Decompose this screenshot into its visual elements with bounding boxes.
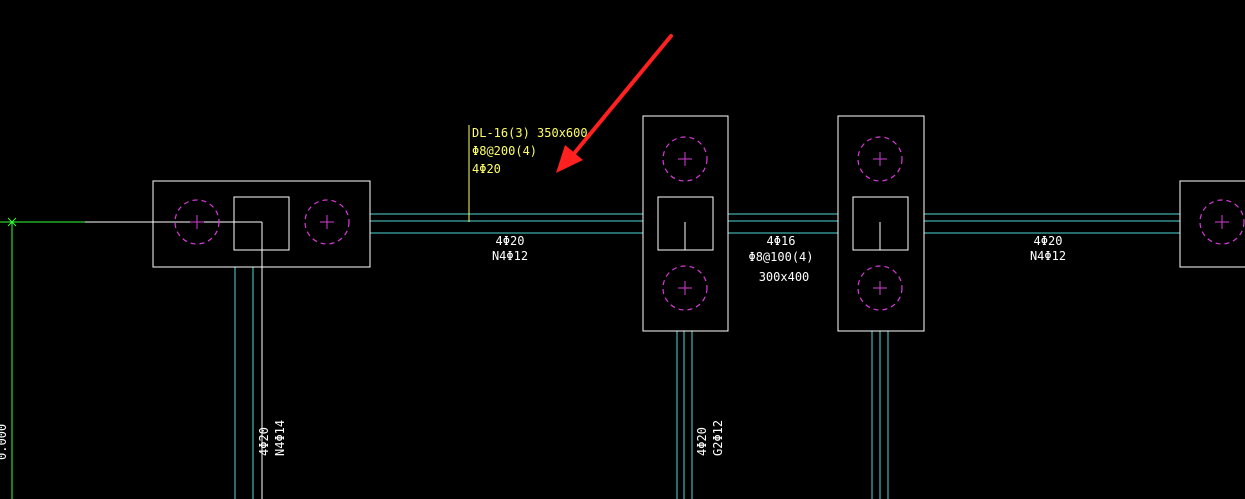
- vertical-beam-3: [871, 331, 889, 499]
- vbeam2-side-rebar: G2Φ12: [711, 420, 725, 456]
- beam-label-line2: Φ8@200(4): [472, 144, 537, 158]
- span1-top-rebar: 4Φ20: [496, 234, 525, 248]
- pile-circle: [857, 265, 903, 311]
- pile-circle: [1199, 199, 1245, 245]
- span2-rebar: 4Φ16: [767, 234, 796, 248]
- beam-label-line3: 4Φ20: [472, 162, 501, 176]
- pile-circle: [174, 199, 220, 245]
- red-arrow-icon: [556, 34, 673, 173]
- beam-label-line1: DL-16(3) 350x600: [472, 126, 588, 140]
- span2-stirrup: Φ8@100(4): [748, 250, 813, 264]
- span3-top-rebar: 4Φ20: [1034, 234, 1063, 248]
- pile-cap-2[interactable]: [642, 115, 729, 332]
- pile-circle: [662, 136, 708, 182]
- pile-cap-1[interactable]: [152, 180, 371, 268]
- vbeam2-rebar: 4Φ20: [695, 427, 709, 456]
- vertical-beam-1: [234, 222, 263, 499]
- vbeam1-rebar: 4Φ20: [257, 427, 271, 456]
- pile-cap-4[interactable]: [1179, 180, 1245, 268]
- span2-section: 300x400: [759, 270, 810, 284]
- edge-elevation-label: 0.000: [0, 424, 9, 460]
- pile-circle: [662, 265, 708, 311]
- axis-line: [0, 217, 85, 499]
- horizontal-beam: [370, 213, 1180, 234]
- pile-circle: [857, 136, 903, 182]
- span3-side-rebar: N4Φ12: [1030, 249, 1066, 263]
- pile-circle: [304, 199, 350, 245]
- vbeam1-side-rebar: N4Φ14: [273, 420, 287, 456]
- vertical-beam-2: [676, 331, 693, 499]
- pile-cap-3[interactable]: [837, 115, 925, 332]
- span1-side-rebar: N4Φ12: [492, 249, 528, 263]
